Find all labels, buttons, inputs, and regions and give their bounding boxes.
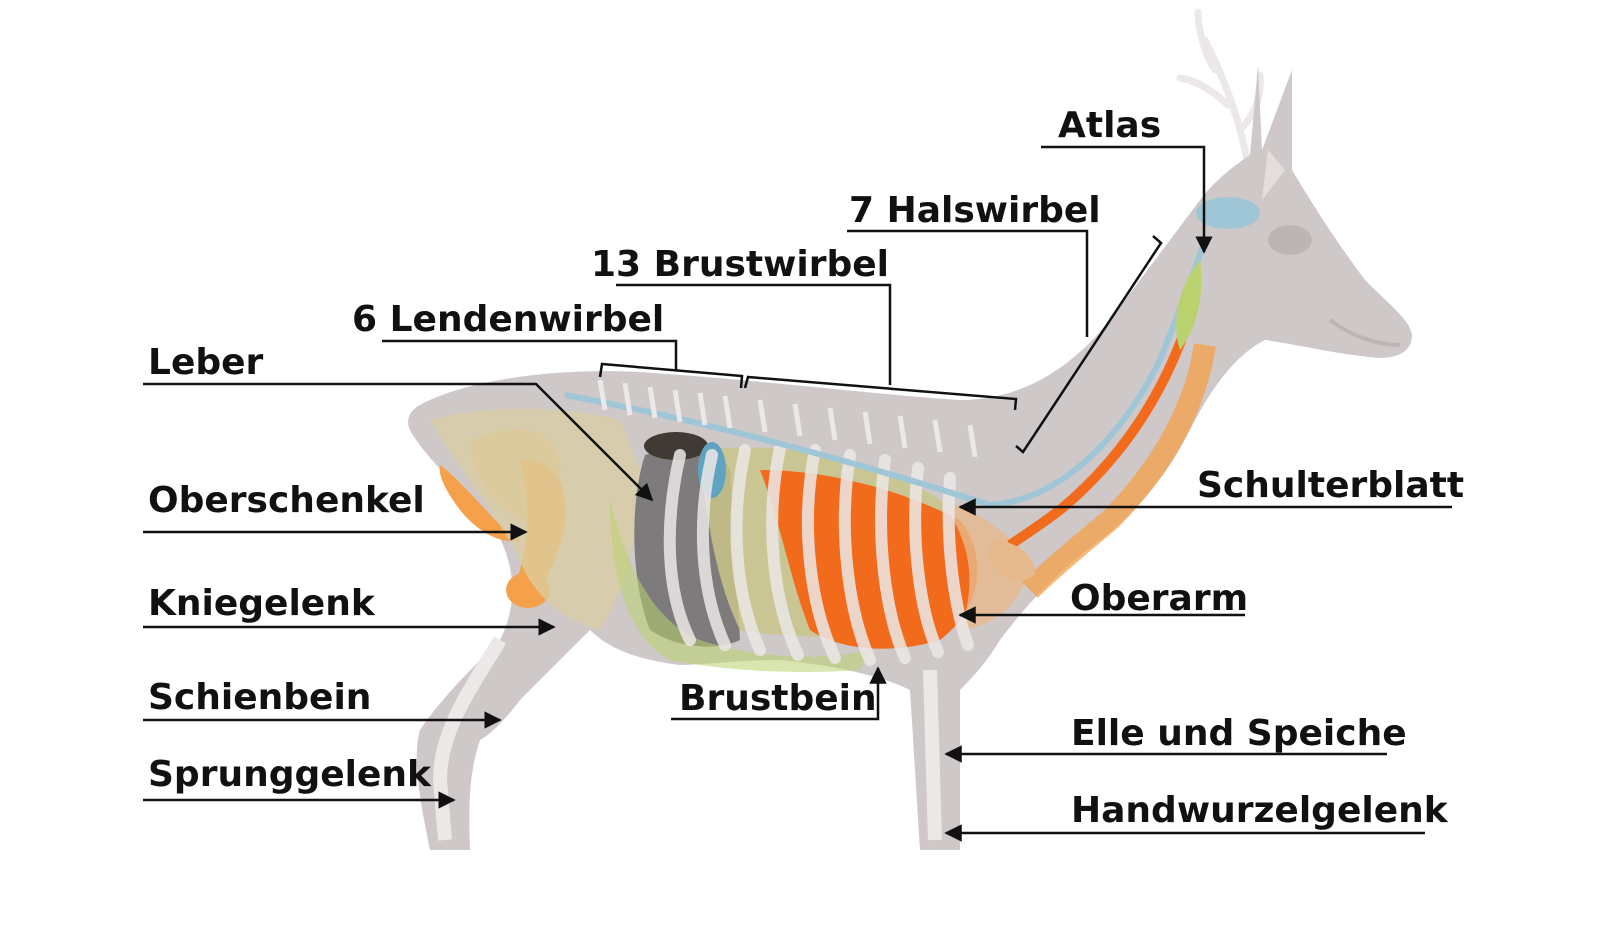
label-schienbein: Schienbein	[148, 677, 371, 718]
atlas-leader	[1041, 145, 1213, 254]
leber-leader	[143, 382, 654, 502]
lendenwirbel-leader	[382, 339, 678, 370]
label-oberschenkel: Oberschenkel	[148, 480, 425, 521]
label-elle-speiche: Elle und Speiche	[1071, 713, 1407, 754]
label-halswirbel: 7 Halswirbel	[849, 190, 1101, 231]
front-leg-bone	[923, 669, 942, 841]
label-handwurzelgelenk: Handwurzelgelenk	[1071, 790, 1449, 831]
eye-shape	[1268, 225, 1312, 255]
neck-tan-muscle	[1022, 343, 1216, 598]
halswirbel-bracket	[1015, 235, 1163, 454]
deer-illustration	[408, 8, 1413, 850]
liver-dark-shape	[644, 432, 708, 460]
intestine-green-shape	[610, 500, 870, 672]
chest-tan-shape	[940, 500, 1030, 630]
label-brustwirbel: 13 Brustwirbel	[591, 244, 889, 285]
brustwirbel-leader	[616, 283, 892, 385]
label-brustbein: Brustbein	[679, 678, 877, 719]
lendenwirbel-bracket	[598, 362, 744, 389]
brustwirbel-bracket	[743, 375, 1018, 411]
rib-cage	[663, 442, 974, 666]
halswirbel-leader	[847, 229, 1089, 337]
hind-leg-bone	[432, 636, 507, 841]
muzzle-line	[1328, 318, 1401, 347]
label-kniegelenk: Kniegelenk	[148, 583, 376, 624]
neck-orange-muscle	[1007, 328, 1190, 550]
label-atlas: Atlas	[1058, 105, 1161, 146]
label-schulterblatt: Schulterblatt	[1197, 465, 1464, 506]
skull-blue-shape	[1196, 197, 1260, 229]
label-oberarm: Oberarm	[1070, 578, 1248, 619]
hip-orange-shape	[439, 465, 520, 542]
neck-green-muscle	[1176, 260, 1202, 350]
scapula-tan-shape	[990, 540, 1035, 581]
deer-body-shape	[408, 65, 1413, 850]
brustbein-leader	[671, 666, 887, 721]
labels: Atlas 7 Halswirbel 13 Brustwirbel 6 Lend…	[148, 105, 1464, 831]
label-lendenwirbel: 6 Lendenwirbel	[352, 299, 664, 340]
label-sprunggelenk: Sprunggelenk	[148, 754, 432, 795]
ear-inner-shape	[1262, 150, 1285, 200]
vertebrae	[597, 379, 978, 458]
antler-shape	[1176, 8, 1264, 169]
leader-lines	[143, 145, 1452, 842]
hip-olive-area	[430, 408, 640, 630]
label-leber: Leber	[148, 342, 264, 383]
